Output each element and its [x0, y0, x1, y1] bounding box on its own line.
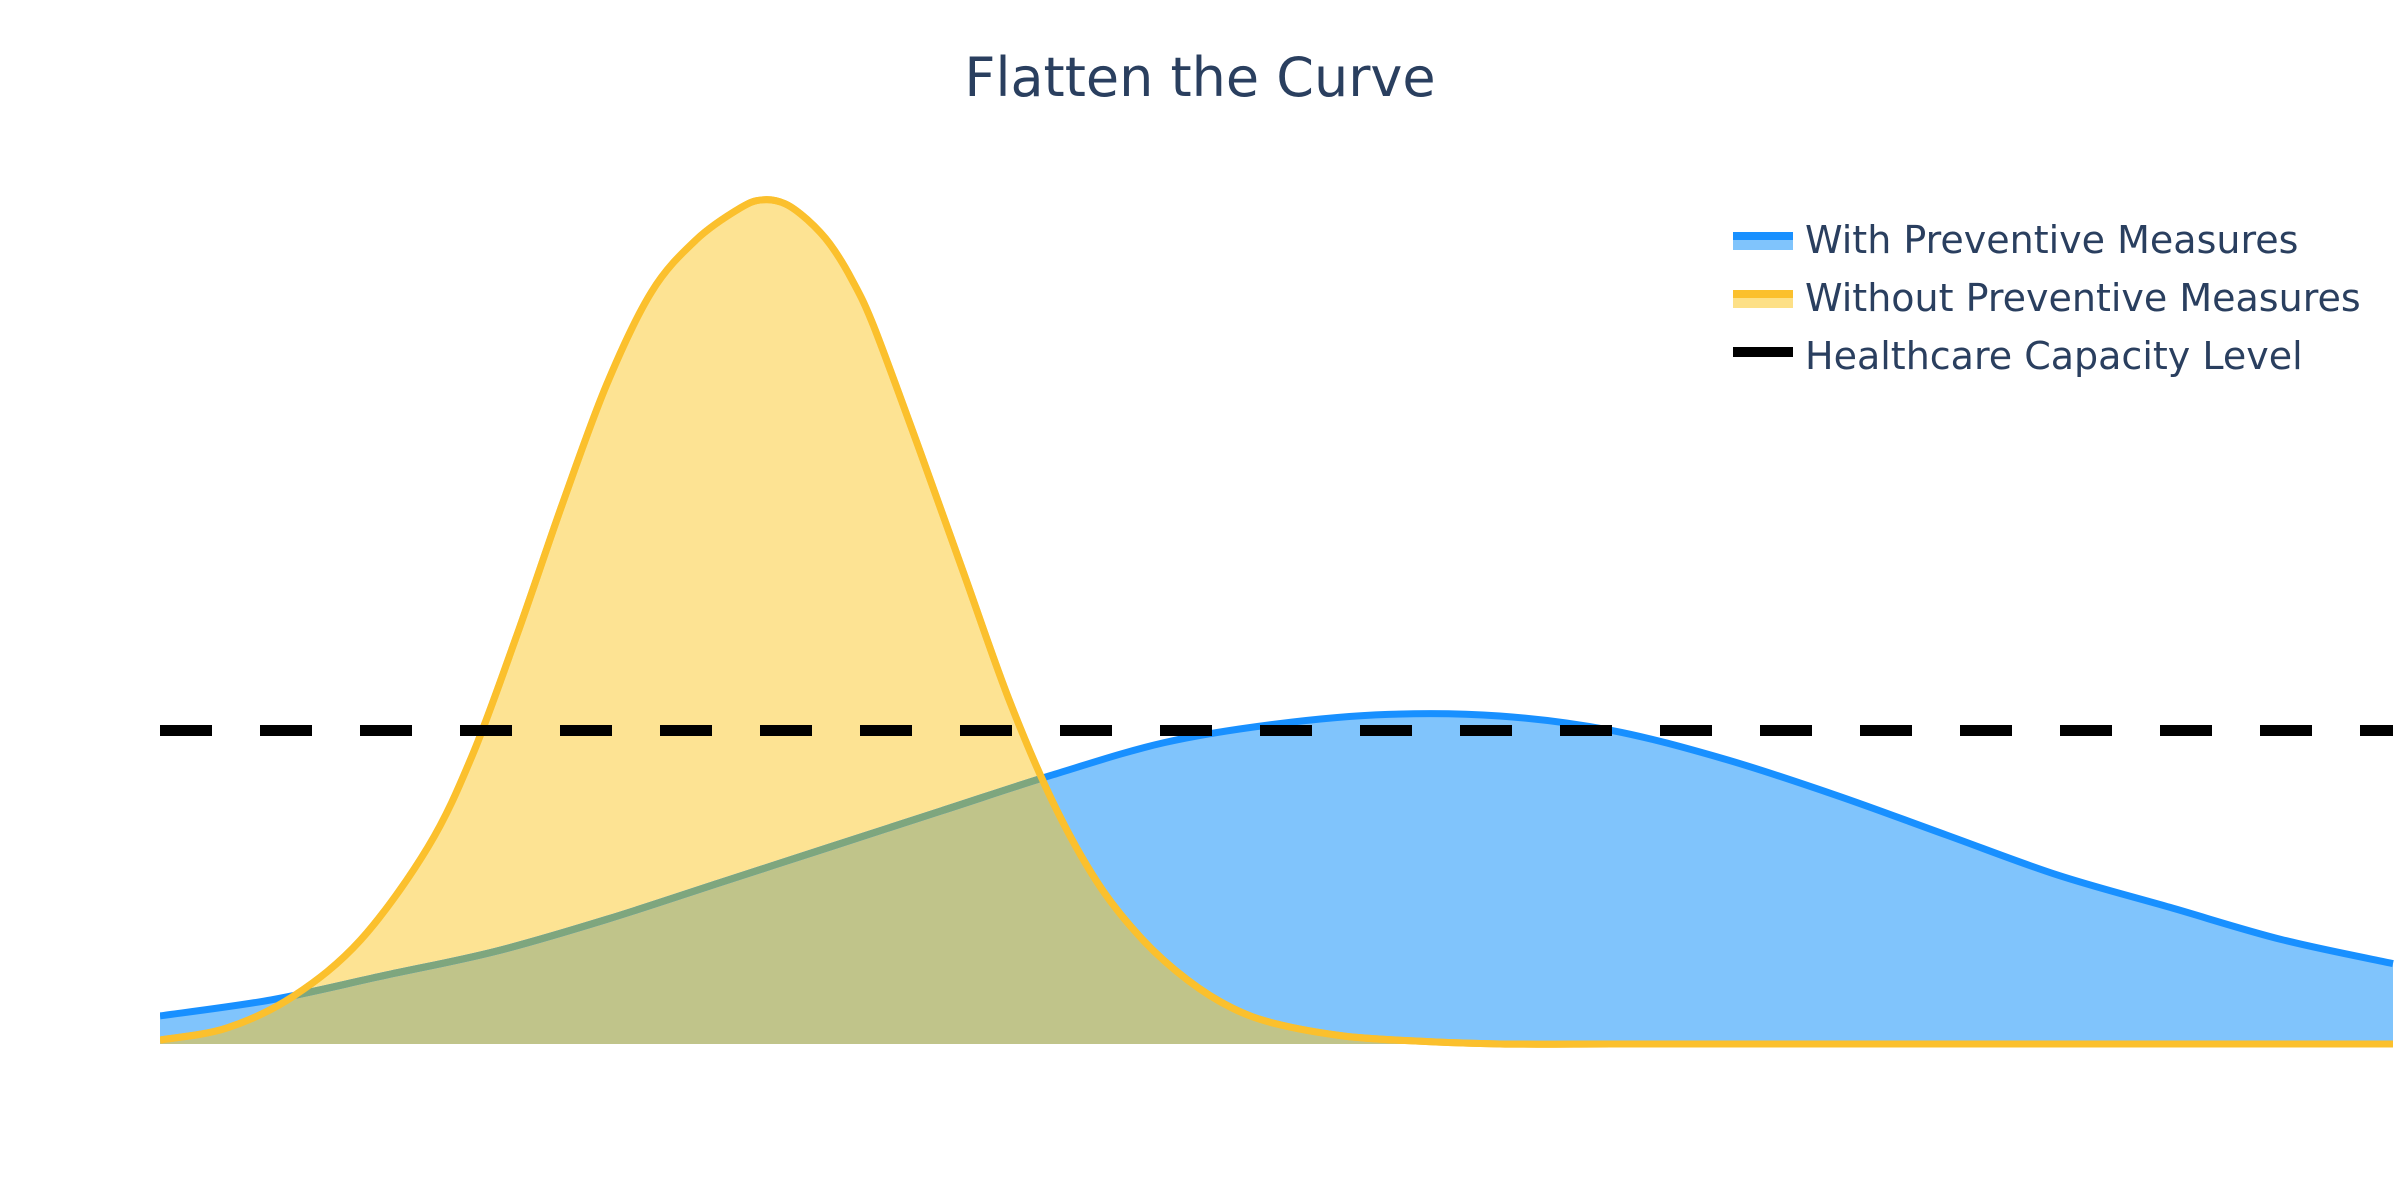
- legend-label: With Preventive Measures: [1805, 218, 2298, 262]
- chart-title: Flatten the Curve: [964, 46, 1435, 109]
- legend-item-2[interactable]: Without Preventive Measures: [1733, 276, 2361, 320]
- series-line-2-top: [160, 196, 2393, 1048]
- legend-item-3[interactable]: Healthcare Capacity Level: [1733, 334, 2303, 378]
- legend-label: Without Preventive Measures: [1805, 276, 2361, 320]
- legend-swatch-fill: [1733, 238, 1793, 250]
- legend-swatch-fill: [1733, 296, 1793, 308]
- series-area-2: [160, 199, 2393, 1045]
- plot-area: [160, 196, 2394, 1048]
- legend-label: Healthcare Capacity Level: [1805, 334, 2303, 378]
- legend-item-1[interactable]: With Preventive Measures: [1733, 218, 2298, 262]
